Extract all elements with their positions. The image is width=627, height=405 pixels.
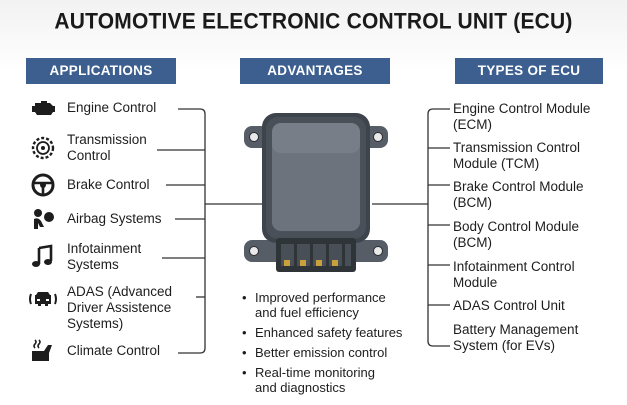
type-item-adas: ADAS Control Unit [453,298,565,313]
application-label: Engine Control [67,100,157,115]
application-item-infotainment: Infotainment Systems [28,241,141,273]
application-item-airbag: Airbag Systems [28,206,162,232]
applications-header: APPLICATIONS [26,58,176,84]
application-label: Climate Control [67,343,161,358]
type-item-ecm: Engine Control Module (ECM) [453,101,591,132]
application-item-transmission: Transmission Control [28,132,147,164]
application-item-brake: Brake Control [28,172,150,198]
type-item-infotainment: Infotainment Control Module [453,259,575,290]
type-item-body-bcm: Body Control Module (BCM) [453,219,580,250]
advantages-list: Improved performance and fuel efficiency… [241,290,441,400]
engine-icon [28,95,58,121]
application-item-engine: Engine Control [28,95,156,121]
type-item-brake-bcm: Brake Control Module (BCM) [453,179,584,210]
advantages-header: ADVANTAGES [240,58,390,84]
application-label: Brake Control [67,177,150,192]
ecu-module-illustration [244,113,388,272]
type-item-tcm: Transmission Control Module (TCM) [453,140,581,171]
page-title: AUTOMOTIVE ELECTRONIC CONTROL UNIT (ECU) [54,9,573,34]
car-sensor-icon [28,286,58,312]
application-label: Infotainment Systems [67,241,142,272]
application-item-adas: ADAS (Advanced Driver Assistence Systems… [28,284,172,332]
types-header: TYPES OF ECU [455,58,603,84]
advantage-item: Better emission control [241,345,441,360]
application-item-climate: Climate Control [28,338,160,364]
gear-icon [28,135,58,161]
advantage-item: Enhanced safety features [241,325,441,340]
application-label: Airbag Systems [67,211,162,226]
seat-climate-icon [28,338,58,364]
music-note-icon [28,244,58,270]
application-label: ADAS (Advanced Driver Assistence Systems… [67,284,173,331]
airbag-icon [28,206,58,232]
type-item-battery: Battery Management System (for EVs) [453,322,579,353]
application-label: Transmission Control [67,132,147,163]
advantage-item: Improved performance and fuel efficiency [241,290,441,320]
steering-wheel-icon [28,172,58,198]
advantage-item: Real-time monitoring and diagnostics [241,365,441,395]
applications-bracket [157,108,262,354]
